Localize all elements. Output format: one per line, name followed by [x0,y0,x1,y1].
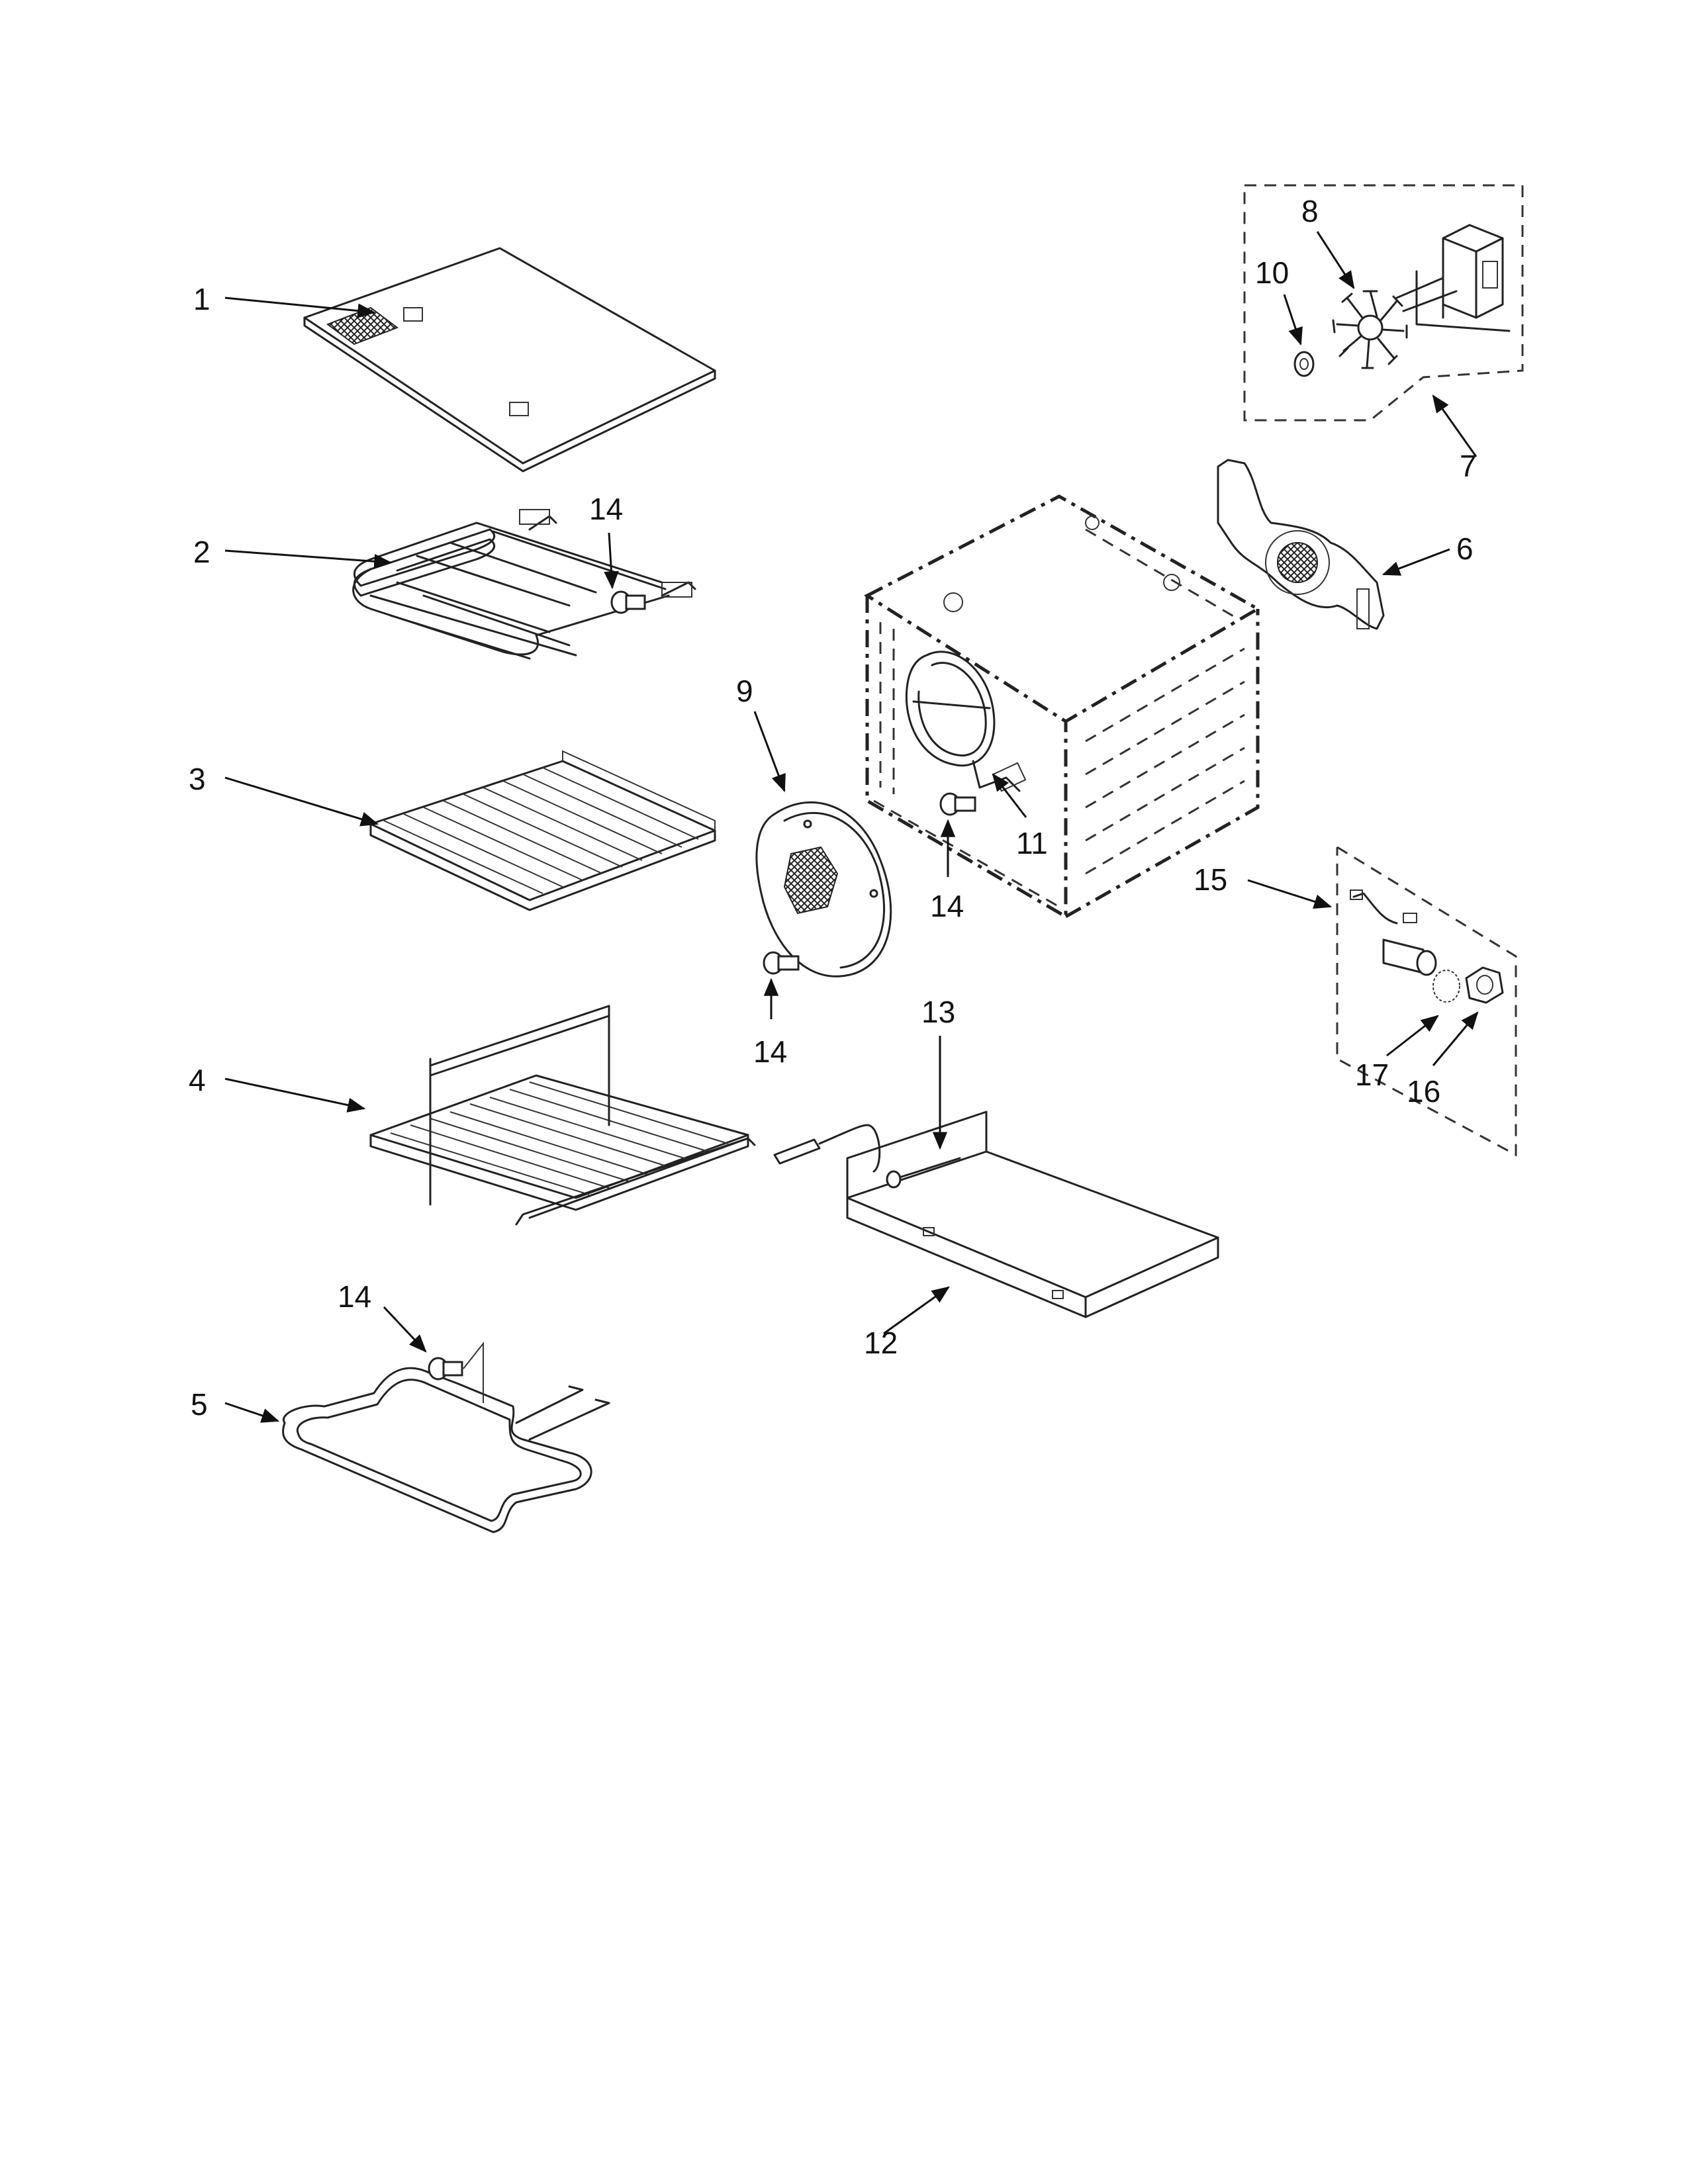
part-2-broil-element [352,509,696,660]
part-15-light-assembly [1336,846,1517,1157]
leader-9 [753,711,786,793]
leader-1 [224,296,376,318]
callout-10: 10 [1255,255,1289,290]
part-4-rollout-rack [369,1005,756,1226]
leader-14d [383,1306,427,1353]
leader-10 [1283,294,1303,346]
oven-cavity [863,494,1262,920]
part-14-screw-a [610,590,646,614]
part-14-screw-d [428,1342,484,1403]
leader-14a [604,532,619,590]
part-11-convection-element [905,651,1027,792]
callout-1: 1 [193,282,211,316]
leader-6 [1382,548,1450,576]
callout-8: 8 [1301,194,1319,228]
part-8-fan-blade [1332,290,1408,369]
callout-4: 4 [189,1063,206,1097]
callout-6: 6 [1456,531,1474,566]
leader-4 [224,1077,366,1113]
leader-17 [1386,1015,1439,1057]
callout-7: 7 [1460,449,1477,483]
callout-14-a: 14 [589,492,623,526]
leader-5 [224,1402,280,1423]
leader-16 [1432,1011,1479,1066]
part-5-bake-element [282,1367,610,1533]
callout-9: 9 [736,674,753,708]
leader-2 [224,549,393,569]
callout-11: 11 [1016,826,1048,860]
callout-14-d: 14 [338,1279,371,1314]
leader-15 [1247,879,1333,909]
leader-lines [224,231,1479,1423]
callout-3: 3 [189,762,206,796]
part-3-oven-rack [369,750,716,911]
leader-8 [1316,231,1355,289]
callout-14-b: 14 [930,889,964,923]
part-13-meat-probe [773,1124,961,1189]
callout-15: 15 [1194,862,1227,897]
part-1-top-panel [303,247,716,473]
part-17-light-socket [1382,938,1460,1003]
callout-2: 2 [193,535,211,569]
callout-14-c: 14 [753,1034,787,1069]
callout-13: 13 [921,995,955,1029]
leader-11 [992,773,1027,818]
callout-16: 16 [1407,1074,1440,1109]
callout-17: 17 [1355,1058,1389,1092]
callout-12: 12 [864,1326,898,1360]
part-9-fan-cover [755,801,892,978]
leader-7 [1432,394,1477,457]
part-10-nut [1293,351,1315,377]
part-6-fan-bracket [1217,459,1385,630]
part-14-screw-b [939,792,976,816]
leader-12 [883,1286,950,1335]
part-12-bottom-pan [846,1111,1219,1318]
fan-motor [1395,224,1511,332]
part-7-fan-motor-assembly [1243,184,1524,422]
callout-labels: 1 2 3 4 5 6 7 8 9 10 11 12 13 14 14 14 1… [189,194,1477,1422]
part-16-light-lens [1465,966,1504,1004]
part-14-screw-c [763,951,800,975]
leader-3 [224,776,379,827]
callout-5: 5 [191,1387,208,1422]
